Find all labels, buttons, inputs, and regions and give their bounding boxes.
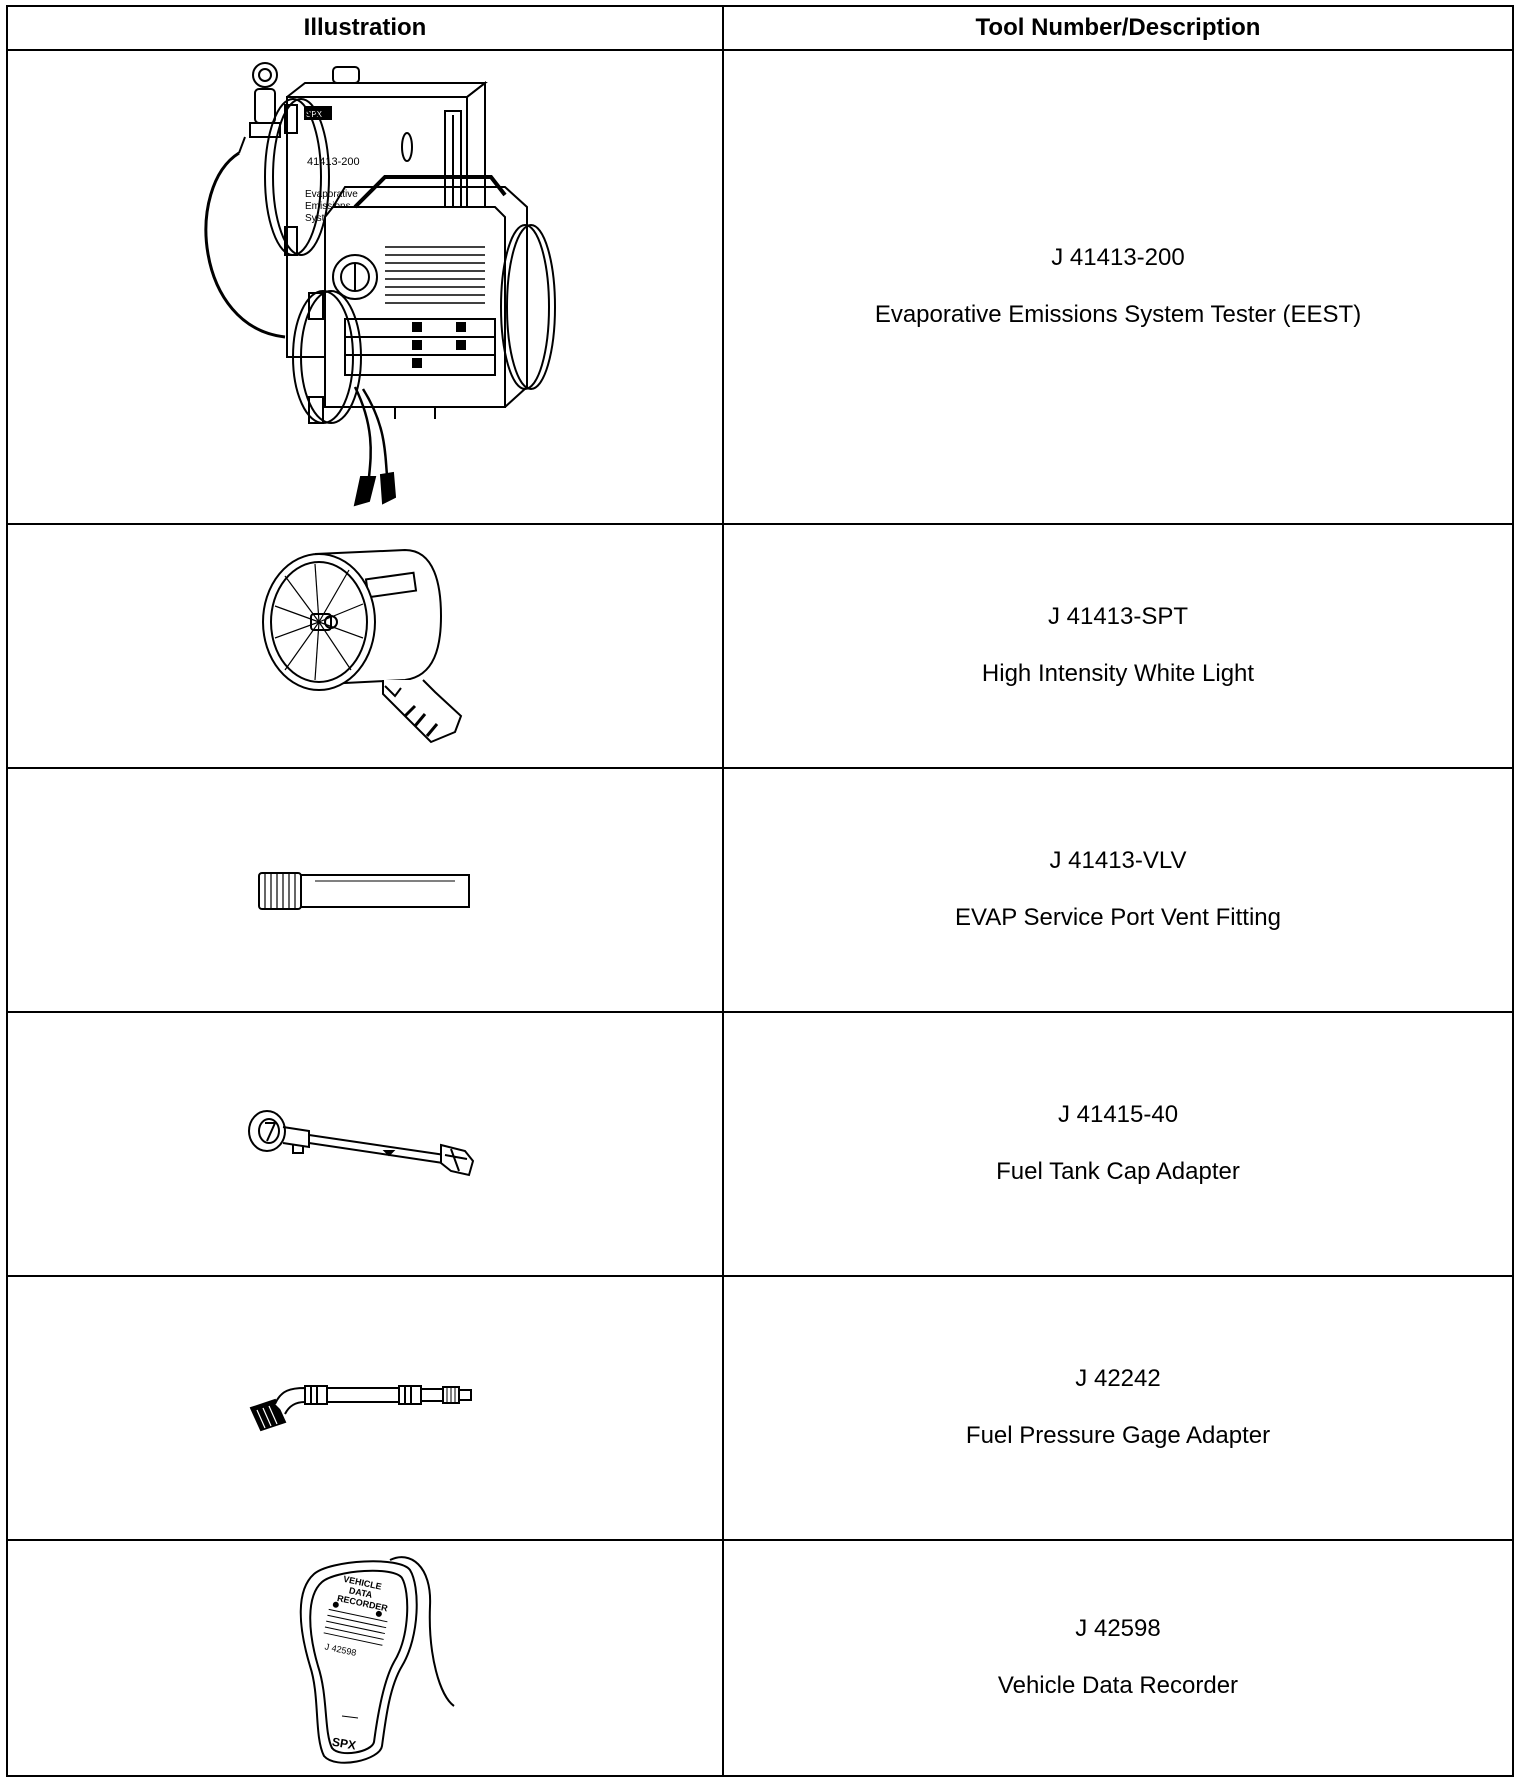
illustration-cell — [6, 1275, 724, 1541]
tool-number: J 42242 — [1075, 1365, 1161, 1393]
header-row: Illustration Tool Number/Description — [6, 5, 1514, 51]
tester-brand-text: SPX — [306, 110, 323, 119]
table-row: J 42242 Fuel Pressure Gage Adapter — [6, 1275, 1514, 1541]
description-cell: J 41413-200 Evaporative Emissions System… — [722, 49, 1514, 525]
table-row: J 41413-VLV EVAP Service Port Vent Fitti… — [6, 767, 1514, 1013]
table-row: J 41413-SPT High Intensity White Light — [6, 523, 1514, 769]
table-row: VEHICLE DATA RECORDER J 42598 SPX — [6, 1539, 1514, 1777]
tool-description: Fuel Tank Cap Adapter — [996, 1158, 1240, 1185]
table-row: SPX 41413-200 Evaporative Emissions Syst… — [6, 49, 1514, 525]
tool-number: J 41413-SPT — [1047, 603, 1189, 631]
tool-description: Vehicle Data Recorder — [997, 1672, 1239, 1699]
recorder-brand-text: SPX — [331, 1735, 357, 1753]
description-cell: J 41415-40 Fuel Tank Cap Adapter — [722, 1011, 1514, 1277]
illustration-cell — [6, 523, 724, 769]
description-cell: J 42598 Vehicle Data Recorder — [722, 1539, 1514, 1777]
description-cell: J 41413-VLV EVAP Service Port Vent Fitti… — [722, 767, 1514, 1013]
tool-number: J 42598 — [1075, 1615, 1161, 1643]
description-cell: J 42242 Fuel Pressure Gage Adapter — [722, 1275, 1514, 1541]
description-cell: J 41413-SPT High Intensity White Light — [722, 523, 1514, 769]
tester-label-line1: Evaporative — [305, 189, 358, 200]
tool-number: J 41413-VLV — [1049, 847, 1187, 875]
table-row: J 41415-40 Fuel Tank Cap Adapter — [6, 1011, 1514, 1277]
fuel-cap-adapter-icon — [245, 1109, 485, 1179]
tool-description: Evaporative Emissions System Tester (EES… — [874, 301, 1362, 328]
tool-description: High Intensity White Light — [981, 660, 1255, 687]
tool-description: Fuel Pressure Gage Adapter — [965, 1422, 1271, 1449]
vent-fitting-icon — [255, 865, 475, 915]
tester-model-text: 41413-200 — [307, 156, 360, 168]
gage-adapter-icon — [245, 1378, 485, 1438]
header-illustration: Illustration — [6, 5, 724, 51]
tool-number: J 41415-40 — [1057, 1101, 1179, 1129]
tool-description: EVAP Service Port Vent Fitting — [955, 904, 1281, 931]
illustration-cell — [6, 767, 724, 1013]
tools-table: Illustration Tool Number/Description SPX… — [6, 5, 1514, 1777]
header-tool-description: Tool Number/Description — [722, 5, 1514, 51]
tool-number: J 41413-200 — [1051, 244, 1185, 272]
evap-emissions-tester-icon: SPX 41413-200 Evaporative Emissions Syst… — [155, 57, 575, 517]
illustration-cell — [6, 1011, 724, 1277]
recorder-label-line2: DATA — [348, 1585, 374, 1600]
data-recorder-icon: VEHICLE DATA RECORDER J 42598 SPX — [270, 1546, 460, 1770]
illustration-cell: VEHICLE DATA RECORDER J 42598 SPX — [6, 1539, 724, 1777]
illustration-cell: SPX 41413-200 Evaporative Emissions Syst… — [6, 49, 724, 525]
spotlight-icon — [255, 546, 475, 746]
